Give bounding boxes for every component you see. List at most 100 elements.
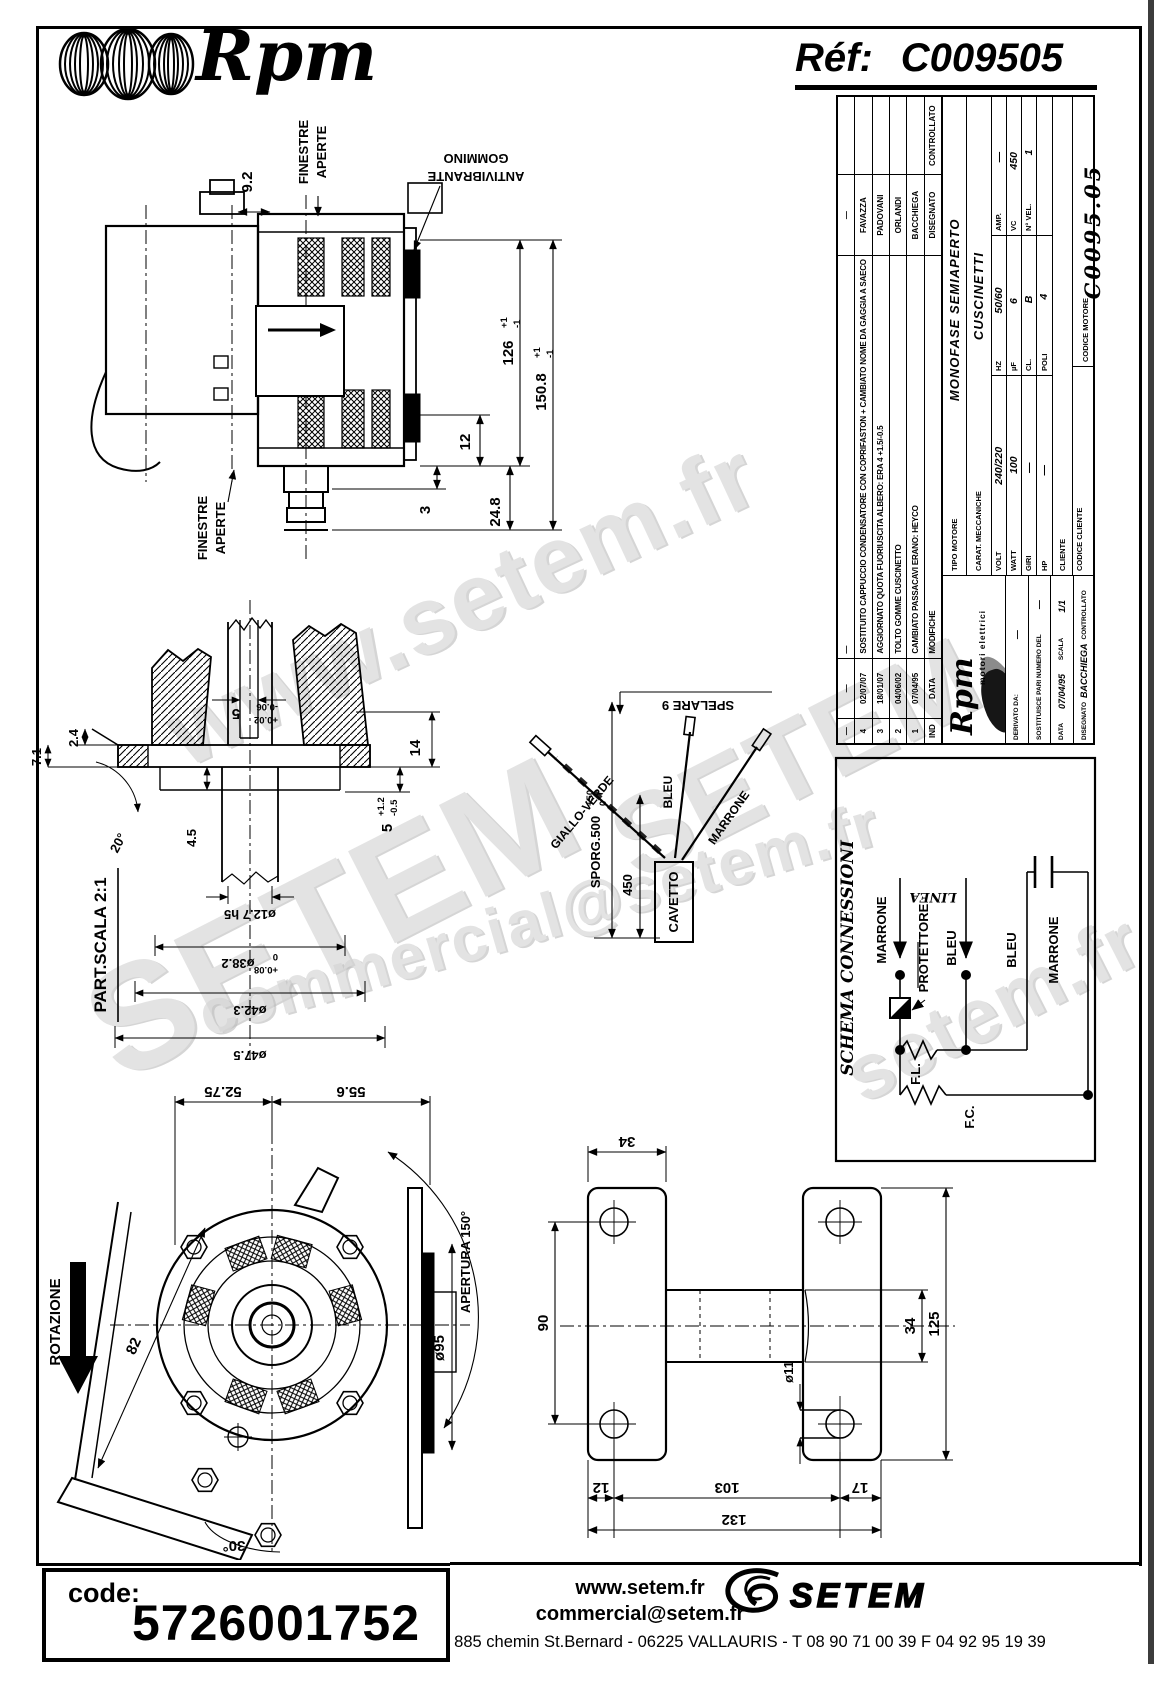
svg-text:0: 0	[273, 951, 278, 962]
dim-12-7: ø12.7 h5	[224, 907, 276, 922]
code-value: 5726001752	[131, 1595, 421, 1651]
svg-text:-0.06: -0.06	[256, 701, 278, 712]
titleblock-logo: Rpm motori elettrici	[943, 576, 1006, 743]
revision-row: 1 07/04/95 CAMBIATO PASSACAVI ERANO: HEY…	[907, 97, 925, 743]
ref-value: C009505	[900, 36, 1064, 80]
svg-text:ANTIVIBRANTE: ANTIVIBRANTE	[427, 169, 524, 184]
label-finestre-bottom: FINESTRE	[195, 496, 210, 561]
footer-contact: www.setem.fr commercial@setem.fr 885 che…	[450, 1562, 1139, 1665]
codice-cliente-cell: CODICE CLIENTE	[1073, 366, 1095, 575]
dim-12: 12	[457, 434, 474, 451]
svg-text:-1: -1	[545, 349, 556, 358]
dim-24-8: 24.8	[487, 497, 504, 526]
svg-text:+0.02: +0.02	[254, 714, 278, 725]
dim-126: 126	[500, 340, 517, 365]
revision-row: 3 18/01/07 AGGIORNATO QUOTA FUORIUSCITA …	[872, 97, 890, 743]
footer-address: 885 chemin St.Bernard - 06225 VALLAURIS …	[454, 1633, 1046, 1651]
dim-11: ø11	[781, 1361, 796, 1383]
svg-text:-0.5: -0.5	[389, 799, 400, 816]
label-protettore: PROTETTORE	[916, 903, 931, 992]
svg-text:0: 0	[598, 801, 609, 806]
dim-9-2: 9.2	[239, 172, 256, 193]
dim-14: 14	[407, 739, 424, 756]
revision-row: 4 02/07/07 SOSTITUITO CAPPUCCIO CONDENSA…	[855, 97, 873, 743]
reference-number: Réf: C009505	[795, 36, 1097, 90]
revision-row: 2 04/06/02 TOLTO GOMME CUSCINETTO ORLAND…	[889, 97, 908, 743]
codice-motore-value: C0095.05	[1080, 163, 1105, 300]
label-finestre-top: FINESTRE	[296, 120, 311, 185]
dim-34-right: 34	[902, 1317, 919, 1334]
svg-text:APERTE: APERTE	[314, 125, 329, 178]
codice-motore-cell: CODICE MOTORE C0095.05	[1073, 97, 1105, 366]
dim-42-3: ø42.3	[233, 1003, 266, 1018]
footer-email: commercial@setem.fr	[535, 1603, 745, 1625]
dim-103: 103	[714, 1479, 739, 1496]
revision-row: — — — —	[838, 97, 856, 743]
cable-detail-view: SPELARE 9 GIALLO-VERDE BLEU MARRONE SPOR…	[528, 691, 773, 943]
dim-17: 17	[852, 1479, 869, 1496]
dim-3: 3	[417, 506, 434, 514]
dim-52-75: 52.75	[204, 1083, 242, 1100]
dim-450: 450	[620, 874, 635, 896]
label-fl: F.L.	[908, 1063, 923, 1085]
dim-90: 90	[535, 1315, 552, 1332]
ref-label: Réf:	[795, 36, 873, 80]
code-box: code: 5726001752	[42, 1568, 450, 1662]
svg-text:+1.2: +1.2	[376, 797, 387, 816]
data-scala-row: DATA 07/04/95 SCALA 1/1	[1051, 576, 1074, 743]
title-block: — — — — 4 02/07/07 SOSTITUITO CAPPUCCIO …	[836, 95, 1105, 745]
rpm-coils-icon	[58, 27, 195, 101]
label-rotazione: ROTAZIONE	[47, 1278, 64, 1365]
label-cavetto: CAVETTO	[666, 872, 681, 933]
setem-swirl-icon	[725, 1568, 779, 1613]
revision-header-row: IND DATA MODIFICHE DISEGNATO CONTROLLATO	[924, 97, 941, 743]
disegnato-row: DISEGNATO BACCHIEGA CONTROLLATO	[1079, 590, 1090, 740]
svg-text:APERTE: APERTE	[213, 501, 228, 554]
code-label: code:	[68, 1578, 141, 1608]
dim-4-5: 4.5	[184, 829, 199, 847]
dim-5-out: 5	[379, 824, 396, 832]
svg-text:+1: +1	[499, 316, 510, 328]
motor-side-view: 9.2 FINESTRE APERTE GOMMINO ANTIVIBRANTE…	[90, 120, 562, 562]
wire-marrone-right: MARRONE	[1046, 916, 1061, 983]
dim-150-8: 150.8	[533, 373, 550, 411]
cliente-row: CLIENTE	[1052, 97, 1073, 575]
schema-title: SCHEMA CONNESSIONI	[838, 839, 858, 1076]
label-spelare: SPELARE 9	[662, 698, 734, 713]
tipo-motore-row: TIPO MOTORE MONOFASE SEMIAPERTO	[943, 97, 968, 575]
dim-125: 125	[926, 1311, 943, 1336]
label-apertura: APERTURA 150°	[458, 1211, 473, 1313]
wire-bleu-right: BLEU	[1004, 932, 1019, 967]
svg-text:+1: +1	[532, 346, 543, 358]
brand-logo-text: Rpm	[196, 14, 378, 97]
scan-edge	[1148, 0, 1154, 1664]
detail-scale-label: PART.SCALA 2:1	[91, 877, 110, 1012]
carat-row: CARAT. MECCANICHE CUSCINETTI	[967, 97, 992, 575]
wiring-schema: SCHEMA CONNESSIONI LINEA MARRONE PROTETT…	[834, 756, 1097, 1163]
setem-logo-text: SETEM	[790, 1577, 927, 1615]
dim-5-keyway: 5	[232, 705, 240, 722]
dim-82: 82	[123, 1335, 145, 1357]
label-gommino: GOMMINO	[444, 151, 509, 166]
sostituisce-row: SOSTITUISCE PARI NUMERO DEL —	[1028, 576, 1051, 743]
dim-38-2: ø38.2	[221, 956, 254, 971]
dim-47-5: ø47.5	[233, 1048, 266, 1063]
dim-2-4: 2.4	[66, 728, 81, 747]
dim-20deg: 20°	[107, 831, 129, 855]
dim-30deg: 30°	[223, 1537, 246, 1554]
dim-7-1: 7.1	[30, 748, 44, 766]
wire-bleu: BLEU	[661, 776, 675, 809]
dim-132: 132	[721, 1511, 746, 1528]
bracket-view: 34 90 34 125 ø11 12 103 17 132	[535, 1133, 955, 1538]
shaft-detail-view: 2.4 7.1 20° 4.5 5 +0.02 -0.06 14 5 +1.2 …	[30, 600, 440, 1063]
wire-marrone-left: MARRONE	[874, 896, 889, 963]
setem-logo: SETEM	[725, 1568, 927, 1616]
motor-front-view: ROTAZIONE 82 52.75 55.6 ø95 APERTURA 150…	[47, 1083, 479, 1560]
svg-text:+50: +50	[585, 790, 596, 806]
dim-34-top: 34	[618, 1133, 635, 1150]
wire-marrone: MARRONE	[705, 788, 752, 847]
wire-bleu-left: BLEU	[944, 930, 959, 965]
revision-table: — — — — 4 02/07/07 SOSTITUITO CAPPUCCIO …	[838, 97, 943, 743]
